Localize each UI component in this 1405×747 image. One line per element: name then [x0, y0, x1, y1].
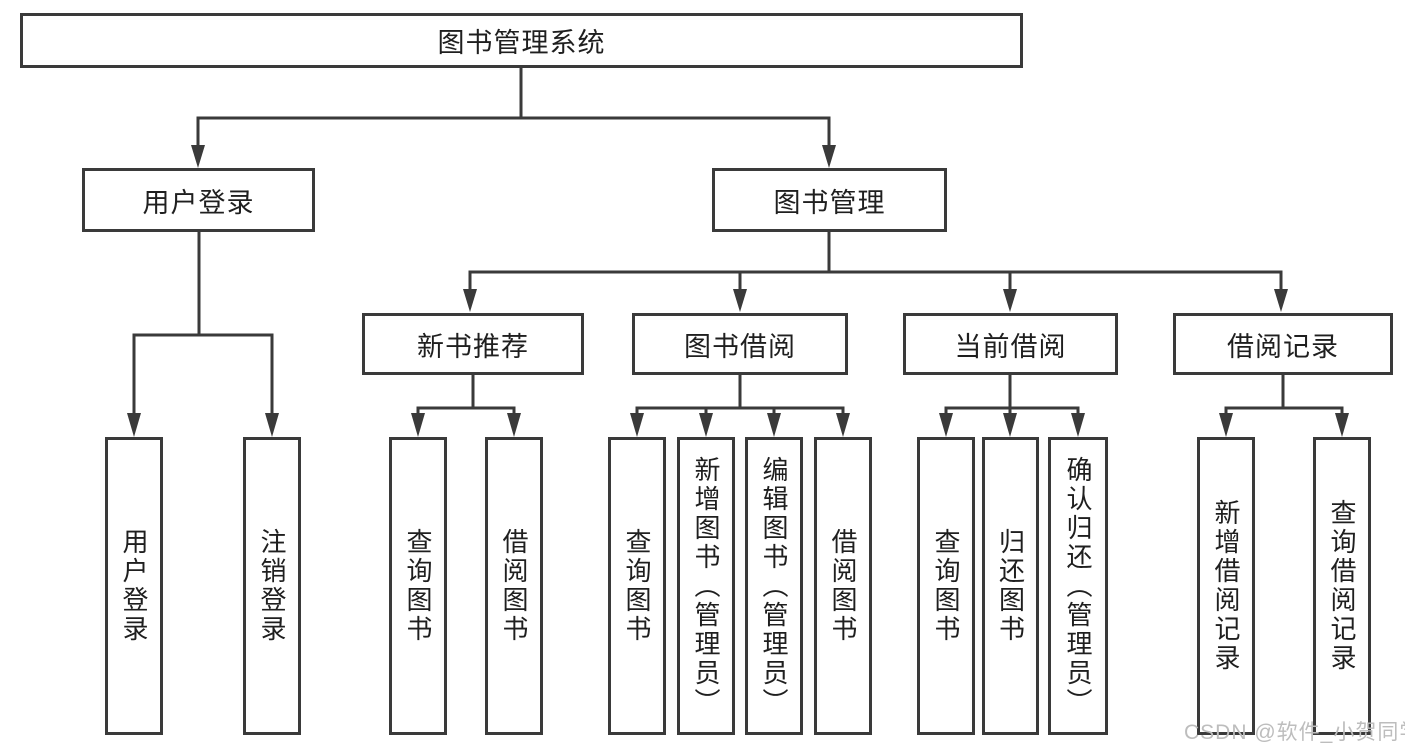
node-user-login: 用户登录: [82, 168, 315, 232]
leaf-rcd-add-record: 新增借阅记录: [1197, 437, 1255, 735]
arrowhead-bor-edit: [767, 413, 781, 437]
arrowhead-rec-query: [411, 413, 425, 437]
leaf-rec-query-books: 查询图书: [389, 437, 447, 735]
node-book-mgmt: 图书管理: [712, 168, 947, 232]
arrowhead-bor-add: [699, 413, 713, 437]
connector-borrow-records-split: [1224, 373, 1344, 416]
arrowhead-book-borrow: [733, 289, 747, 312]
arrowhead-rcd-add: [1219, 413, 1233, 437]
arrowhead-book-mgmt: [822, 145, 836, 168]
node-root-label: 图书管理系统: [437, 28, 606, 58]
leaf-bor-add-books: 新增图书（管理员）: [677, 437, 735, 735]
node-book-borrow: 图书借阅: [632, 313, 848, 375]
leaf-cur-query-books-label: 查询图书: [931, 528, 961, 644]
leaf-rec-borrow-books-label: 借阅图书: [499, 528, 529, 644]
connector-new-book-rec-split: [416, 373, 516, 416]
leaf-user-login: 用户登录: [105, 437, 163, 735]
arrowhead-cur-return: [1003, 413, 1017, 437]
node-new-book-rec-label: 新书推荐: [417, 331, 529, 362]
arrowhead-rec-borrow: [507, 413, 521, 437]
leaf-bor-query-books-label: 查询图书: [622, 528, 652, 644]
node-user-login-label: 用户登录: [142, 187, 255, 218]
leaf-cur-confirm-return-label: 确认归还（管理员）: [1063, 455, 1093, 717]
leaf-rcd-add-record-label: 新增借阅记录: [1211, 499, 1241, 673]
leaf-cur-confirm-return: 确认归还（管理员）: [1048, 437, 1108, 735]
node-borrow-records-label: 借阅记录: [1227, 331, 1339, 362]
leaf-bor-borrow-books: 借阅图书: [814, 437, 872, 735]
connector-current-borrow-split: [944, 373, 1080, 416]
node-root: 图书管理系统: [20, 13, 1023, 68]
leaf-logout-label: 注销登录: [257, 528, 287, 644]
leaf-user-login-label: 用户登录: [119, 528, 149, 644]
arrowhead-new-book-rec: [463, 289, 477, 312]
leaf-bor-borrow-books-label: 借阅图书: [828, 528, 858, 644]
node-new-book-rec: 新书推荐: [362, 313, 584, 375]
leaf-cur-query-books: 查询图书: [917, 437, 975, 735]
csdn-watermark: CSDN @软件_小贺同学: [1184, 721, 1405, 744]
arrowhead-current-borrow: [1003, 289, 1017, 312]
leaf-rcd-query-record: 查询借阅记录: [1313, 437, 1371, 735]
node-borrow-records: 借阅记录: [1173, 313, 1393, 375]
arrowhead-cur-query: [939, 413, 953, 437]
leaf-bor-query-books: 查询图书: [608, 437, 666, 735]
leaf-cur-return-books-label: 归还图书: [995, 528, 1026, 644]
leaf-rcd-query-record-label: 查询借阅记录: [1327, 499, 1357, 673]
arrowhead-cur-confirm: [1071, 413, 1085, 437]
leaf-cur-return-books: 归还图书: [982, 437, 1039, 735]
connector-book-borrow-split: [635, 373, 845, 416]
connector-book-mgmt-split: [468, 230, 1283, 292]
arrowhead-user-login-leaf: [127, 413, 141, 437]
arrowhead-logout-leaf: [265, 413, 279, 437]
node-current-borrow: 当前借阅: [903, 313, 1118, 375]
leaf-bor-edit-books-label: 编辑图书（管理员）: [759, 455, 789, 717]
arrowhead-borrow-records: [1274, 289, 1288, 312]
leaf-rec-query-books-label: 查询图书: [403, 528, 433, 644]
leaf-logout: 注销登录: [243, 437, 301, 735]
node-book-borrow-label: 图书借阅: [684, 331, 796, 362]
arrowhead-bor-query: [630, 413, 644, 437]
connector-user-login-split: [132, 230, 274, 416]
leaf-bor-add-books-label: 新增图书（管理员）: [691, 455, 721, 717]
node-book-mgmt-label: 图书管理: [773, 187, 886, 218]
arrowhead-user-login: [191, 145, 205, 168]
arrowhead-rcd-query: [1335, 413, 1349, 437]
leaf-bor-edit-books: 编辑图书（管理员）: [745, 437, 803, 735]
arrowhead-bor-borrow: [836, 413, 850, 437]
leaf-rec-borrow-books: 借阅图书: [485, 437, 543, 735]
connector-root-split: [196, 66, 831, 148]
node-current-borrow-label: 当前借阅: [954, 331, 1067, 362]
